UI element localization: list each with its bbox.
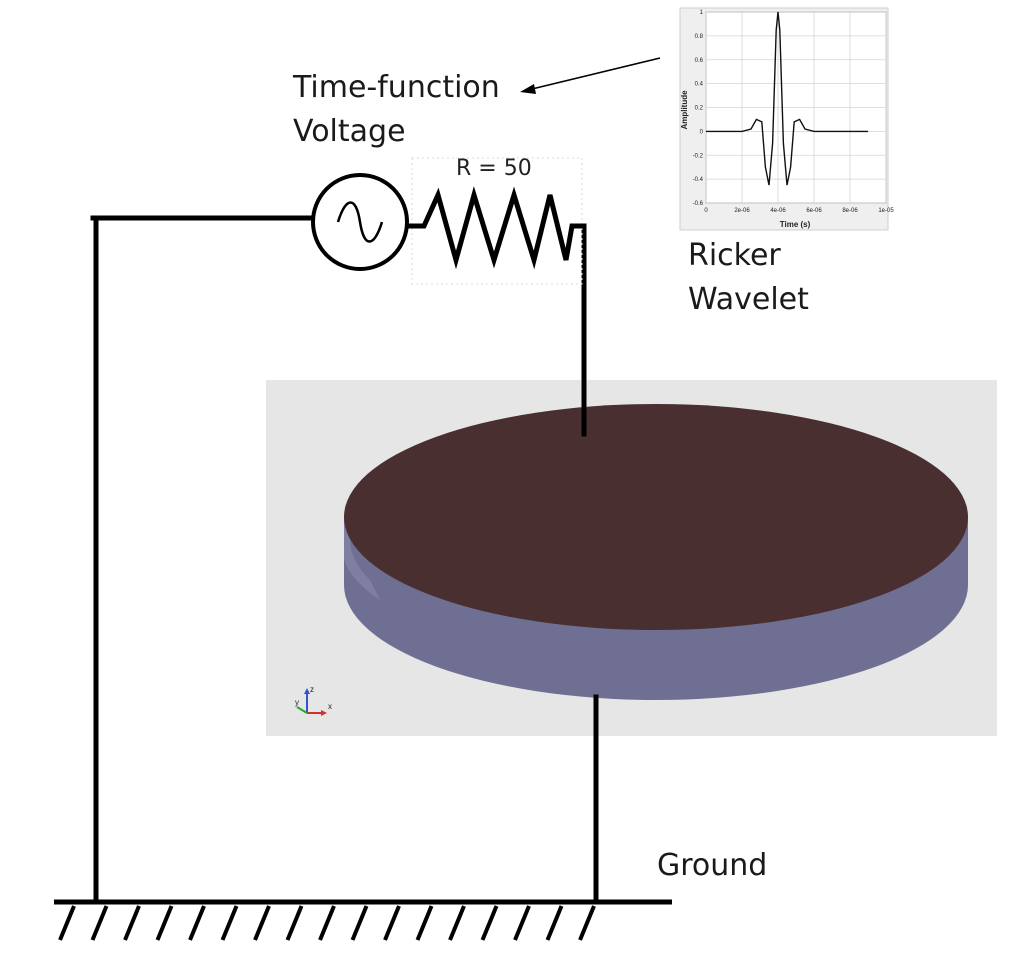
ground-hatch-mark bbox=[123, 905, 141, 941]
chart-x-tick-label: 1e-05 bbox=[878, 208, 894, 214]
ground-hatch-mark bbox=[545, 905, 564, 941]
axis-z-label: z bbox=[310, 685, 314, 694]
ground-hatch-mark bbox=[513, 905, 531, 941]
axis-x-label: x bbox=[328, 702, 332, 711]
chart-y-tick-label: 0.6 bbox=[695, 58, 704, 64]
ricker-label: Ricker bbox=[688, 238, 781, 273]
chart-y-tick-label: 0 bbox=[700, 129, 704, 135]
chart-y-tick-label: -0.2 bbox=[693, 153, 704, 159]
resistor-icon bbox=[408, 157, 584, 285]
chart-xlabel: Time (s) bbox=[780, 220, 811, 229]
ground-hatch-mark bbox=[350, 905, 369, 941]
chart-series-line bbox=[706, 11, 868, 186]
chart-y-tick-label: 0.2 bbox=[695, 106, 704, 112]
chart-ticks: 0 2e-06 4e-06 6e-06 8e-06 1e-05 -0.6 -0.4 -0.2 0 0… bbox=[693, 10, 895, 214]
ground-hatch-mark bbox=[220, 905, 239, 941]
chart-y-tick-label: 0.4 bbox=[695, 82, 704, 88]
disc-edge-highlight bbox=[344, 520, 380, 600]
wavelet-label: Wavelet bbox=[688, 282, 809, 317]
chart-ylabel: Amplitude bbox=[680, 90, 689, 130]
chart-y-tick-label: -0.4 bbox=[693, 177, 704, 183]
ground-hatch-mark bbox=[155, 905, 174, 941]
chart-y-tick-label: -0.6 bbox=[693, 201, 704, 207]
chart-y-tick-label: 1 bbox=[700, 10, 704, 16]
chart-x-tick-label: 0 bbox=[704, 208, 708, 214]
disc-top bbox=[344, 404, 968, 630]
pointer-arrow bbox=[520, 57, 661, 94]
ground-symbol-icon bbox=[54, 899, 672, 941]
chart-x-tick-label: 6e-06 bbox=[806, 208, 822, 214]
chart-x-tick-label: 8e-06 bbox=[842, 208, 858, 214]
xyz-axes-icon: z x y bbox=[295, 685, 332, 716]
ground-hatch-mark bbox=[188, 905, 206, 941]
ground-hatch-mark bbox=[253, 905, 271, 941]
ground-hatch-mark bbox=[318, 905, 336, 941]
ground-hatch-mark bbox=[415, 905, 434, 941]
resistor-label: R = 50 bbox=[456, 156, 532, 181]
ground-hatch-mark bbox=[448, 905, 466, 941]
ground-hatch-mark bbox=[58, 905, 76, 941]
ground-hatch-mark bbox=[90, 905, 109, 941]
axis-y-label: y bbox=[295, 698, 299, 707]
ground-hatch-mark bbox=[285, 905, 304, 941]
ground-hatch-mark bbox=[578, 905, 596, 941]
ac-voltage-source-icon bbox=[311, 173, 409, 271]
ricker-wavelet-chart: 0 2e-06 4e-06 6e-06 8e-06 1e-05 -0.6 -0.4 -0.2 0 0… bbox=[679, 7, 895, 231]
chart-y-tick-label: 0.8 bbox=[695, 34, 704, 40]
time-function-label: Time-function bbox=[293, 70, 500, 105]
ground-label: Ground bbox=[657, 848, 768, 883]
chart-x-tick-label: 2e-06 bbox=[734, 208, 750, 214]
disc bbox=[344, 404, 968, 700]
ground-hatch-mark bbox=[383, 905, 401, 941]
ground-hatch-mark bbox=[480, 905, 499, 941]
voltage-label: Voltage bbox=[293, 114, 406, 149]
chart-x-tick-label: 4e-06 bbox=[770, 208, 786, 214]
circuit-wires bbox=[90, 215, 599, 903]
